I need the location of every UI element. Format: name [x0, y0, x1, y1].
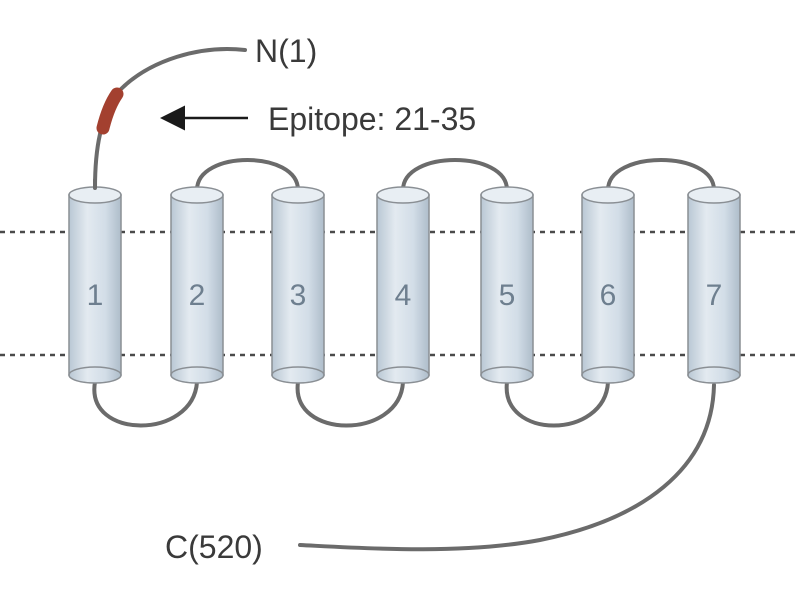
loops: [92, 47, 716, 552]
helix-6-bottom: [581, 366, 635, 384]
helix-3-top: [271, 186, 325, 204]
helix-3: 3: [271, 186, 325, 384]
helix-5: 5: [480, 186, 534, 384]
helix-6: 6: [581, 186, 635, 384]
transmembrane-helices: 1 2 3 4 5 6: [68, 186, 741, 384]
extracellular-loop-1: [195, 158, 300, 192]
helix-4-bottom: [376, 366, 430, 384]
helix-2-label: 2: [189, 279, 206, 312]
helix-4-top: [376, 186, 430, 204]
intracellular-loop-3: [504, 380, 610, 428]
helix-1-label: 1: [87, 279, 104, 312]
helix-2-bottom: [170, 366, 224, 384]
helix-7-body: [687, 194, 741, 376]
helix-5-top: [480, 186, 534, 204]
helix-5-bottom: [480, 366, 534, 384]
helix-6-top: [581, 186, 635, 204]
helix-7-top: [687, 186, 741, 204]
helix-3-bottom: [271, 366, 325, 384]
c-terminal-tail: [298, 383, 716, 552]
c-terminus-label: C(520): [165, 529, 263, 565]
helix-2-body: [170, 194, 224, 376]
extracellular-loop-3: [606, 158, 716, 192]
helix-4: 4: [376, 186, 430, 384]
helix-4-label: 4: [395, 279, 412, 312]
extracellular-loop-2: [401, 158, 509, 192]
helix-2: 2: [170, 186, 224, 384]
helix-3-label: 3: [290, 279, 307, 312]
epitope-highlight: [96, 87, 124, 135]
n-terminus-label: N(1): [255, 33, 317, 69]
helix-3-body: [271, 194, 325, 376]
helix-4-body: [376, 194, 430, 376]
helix-7-bottom: [687, 366, 741, 384]
helix-6-label: 6: [600, 279, 617, 312]
helix-1: 1: [68, 186, 122, 384]
intracellular-loop-2: [295, 380, 405, 428]
epitope-label: Epitope: 21-35: [268, 101, 476, 137]
helix-2-top: [170, 186, 224, 204]
helix-5-label: 5: [499, 279, 516, 312]
helix-7: 7: [687, 186, 741, 384]
helix-7-label: 7: [706, 279, 723, 312]
intracellular-loop-1: [92, 380, 199, 428]
helix-1-bottom: [68, 366, 122, 384]
